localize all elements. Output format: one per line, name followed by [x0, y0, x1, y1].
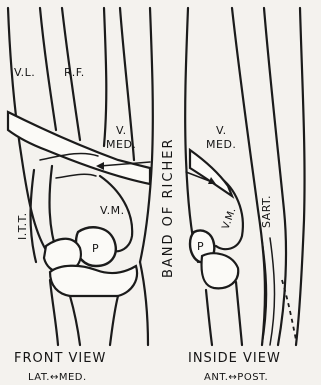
front-medial-contour	[140, 8, 153, 262]
caption-front-view: FRONT VIEW	[14, 351, 106, 366]
label-rf: R.F.	[64, 66, 85, 79]
caption-inside-orientation: ANT.↔POST.	[204, 372, 268, 383]
inside-tibia-shaft	[206, 290, 212, 345]
label-p-inside: P	[197, 240, 204, 253]
inside-tibia-shaft-2	[236, 282, 242, 345]
label-band-of-richer: BAND OF RICHER	[161, 138, 176, 279]
label-v-med-front-2: MED.	[106, 138, 136, 151]
inside-posterior-contour	[296, 8, 305, 345]
front-medial-leg	[140, 262, 148, 345]
front-vl-border	[40, 8, 56, 130]
label-sart: SART.	[260, 195, 273, 228]
front-lateral-fibres-2	[56, 174, 96, 178]
label-vm-inside: V.M.	[220, 206, 238, 231]
inside-condyle	[202, 253, 239, 288]
front-tibia-shaft-left	[70, 296, 80, 345]
inside-anterior-contour	[185, 8, 198, 262]
front-rf-border-right	[104, 8, 106, 146]
label-v-med-front-1: V.	[116, 124, 127, 137]
front-tibia-shaft-right	[110, 296, 118, 345]
label-v-med-inside-1: V.	[216, 124, 227, 137]
inside-tendon-2	[270, 238, 275, 345]
caption-front-orientation: LAT.↔MED.	[28, 372, 87, 383]
front-tibia-top	[50, 266, 137, 296]
inside-view-drawing	[185, 8, 304, 345]
label-vl: V.L.	[14, 66, 35, 79]
inside-band-of-richer	[190, 150, 232, 196]
label-vm-front: V.M.	[100, 204, 125, 217]
label-v-med-inside-2: MED.	[206, 138, 236, 151]
label-itt: I.T.T.	[16, 212, 29, 240]
front-view-drawing	[8, 8, 153, 345]
caption-inside-view: INSIDE VIEW	[188, 351, 281, 366]
label-p-front: P	[92, 242, 99, 255]
inside-dashed-line	[282, 280, 296, 340]
